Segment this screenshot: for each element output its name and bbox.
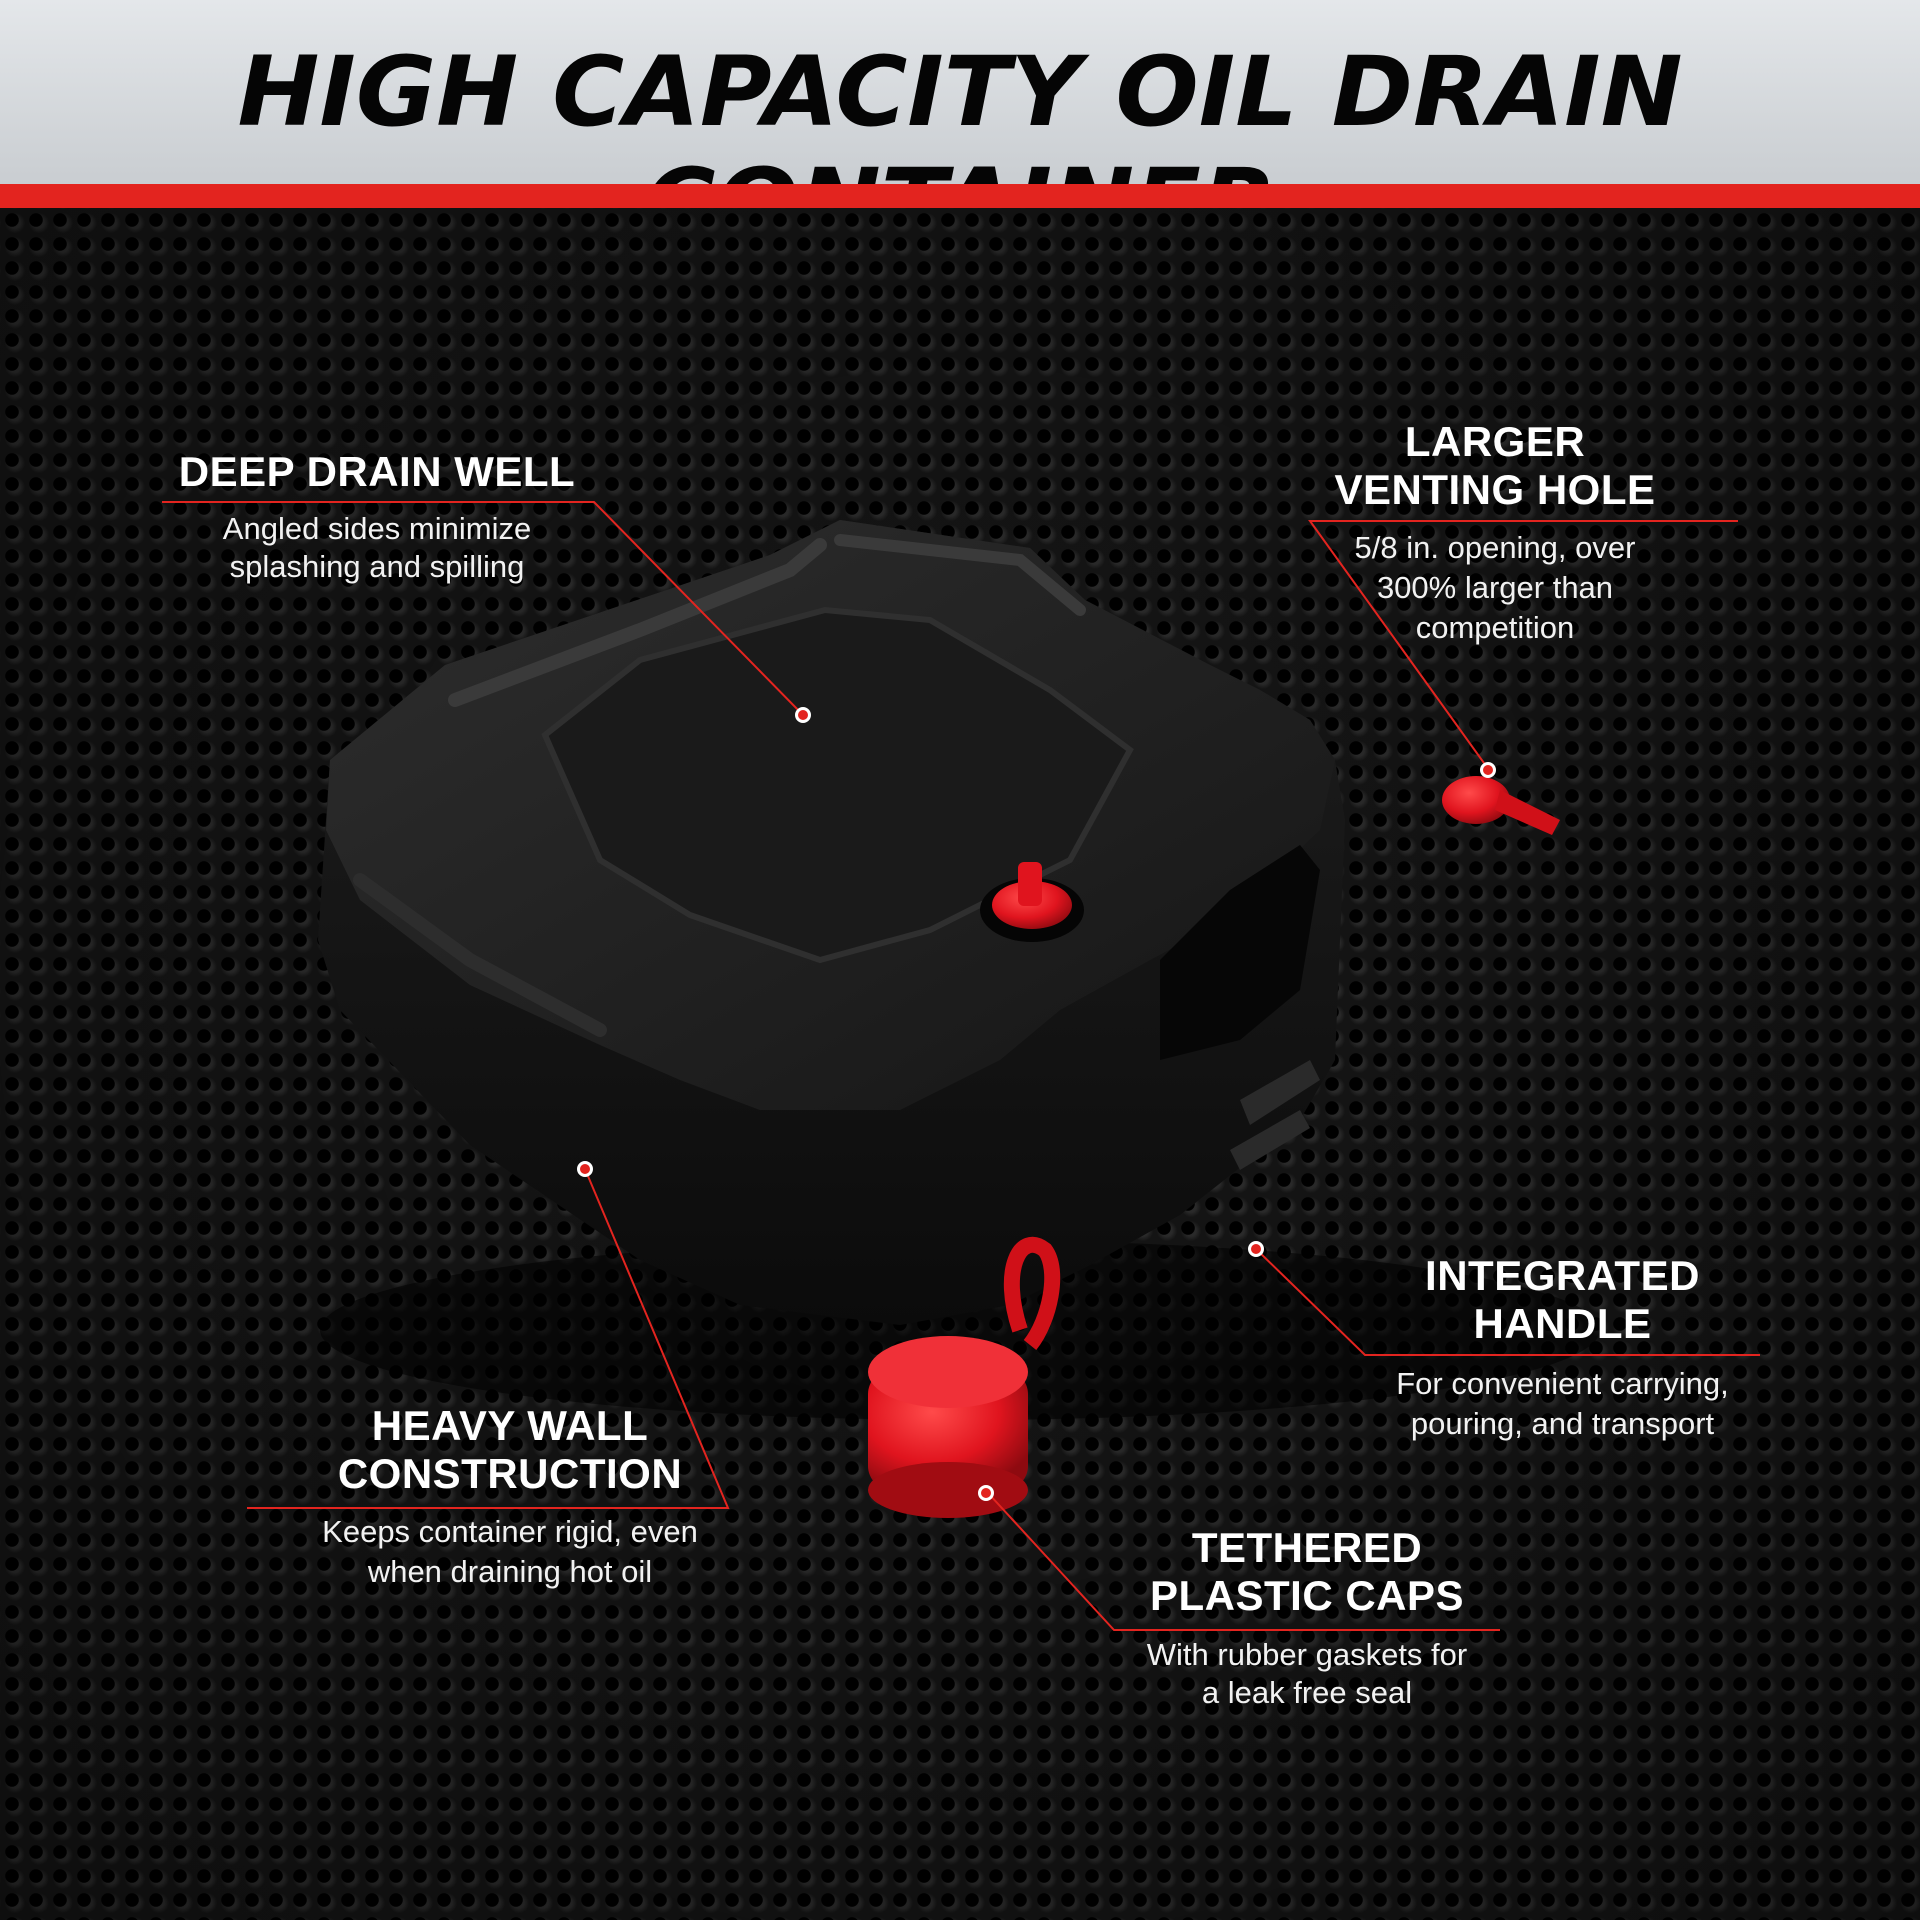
- callout-venting-hole: LARGER VENTING HOLE 5/8 in. opening, ove…: [1310, 418, 1680, 648]
- accent-stripe: [0, 184, 1920, 208]
- callout-dot-heavy-wall: [577, 1161, 593, 1177]
- callout-description: 5/8 in. opening, over 300% larger than c…: [1354, 530, 1636, 645]
- callout-deep-drain-well: DEEP DRAIN WELL Angled sides minimize sp…: [160, 448, 594, 586]
- callout-description: For convenient carrying, pouring, and tr…: [1396, 1366, 1729, 1441]
- callout-heavy-wall: HEAVY WALL CONSTRUCTION Keeps container …: [290, 1402, 730, 1592]
- callout-dot-caps: [978, 1485, 994, 1501]
- callout-dot-venting-hole: [1480, 762, 1496, 778]
- header-banner: HIGH CAPACITY OIL DRAIN CONTAINER: [0, 0, 1920, 260]
- callout-tethered-caps: TETHERED PLASTIC CAPS With rubber gasket…: [1114, 1524, 1500, 1712]
- callout-dot-drain-well: [795, 707, 811, 723]
- callout-description: With rubber gaskets for a leak free seal: [1146, 1637, 1468, 1710]
- callout-dot-handle: [1248, 1241, 1264, 1257]
- callout-description: Angled sides minimize splashing and spil…: [222, 511, 532, 584]
- callout-integrated-handle: INTEGRATED HANDLE For convenient carryin…: [1365, 1252, 1760, 1444]
- callout-title: HEAVY WALL CONSTRUCTION: [337, 1402, 683, 1497]
- callout-title: DEEP DRAIN WELL: [178, 448, 576, 495]
- callout-title: INTEGRATED HANDLE: [1425, 1252, 1700, 1347]
- callout-title: LARGER VENTING HOLE: [1334, 418, 1656, 513]
- callout-description: Keeps container rigid, even when drainin…: [322, 1514, 698, 1589]
- callout-title: TETHERED PLASTIC CAPS: [1149, 1524, 1465, 1619]
